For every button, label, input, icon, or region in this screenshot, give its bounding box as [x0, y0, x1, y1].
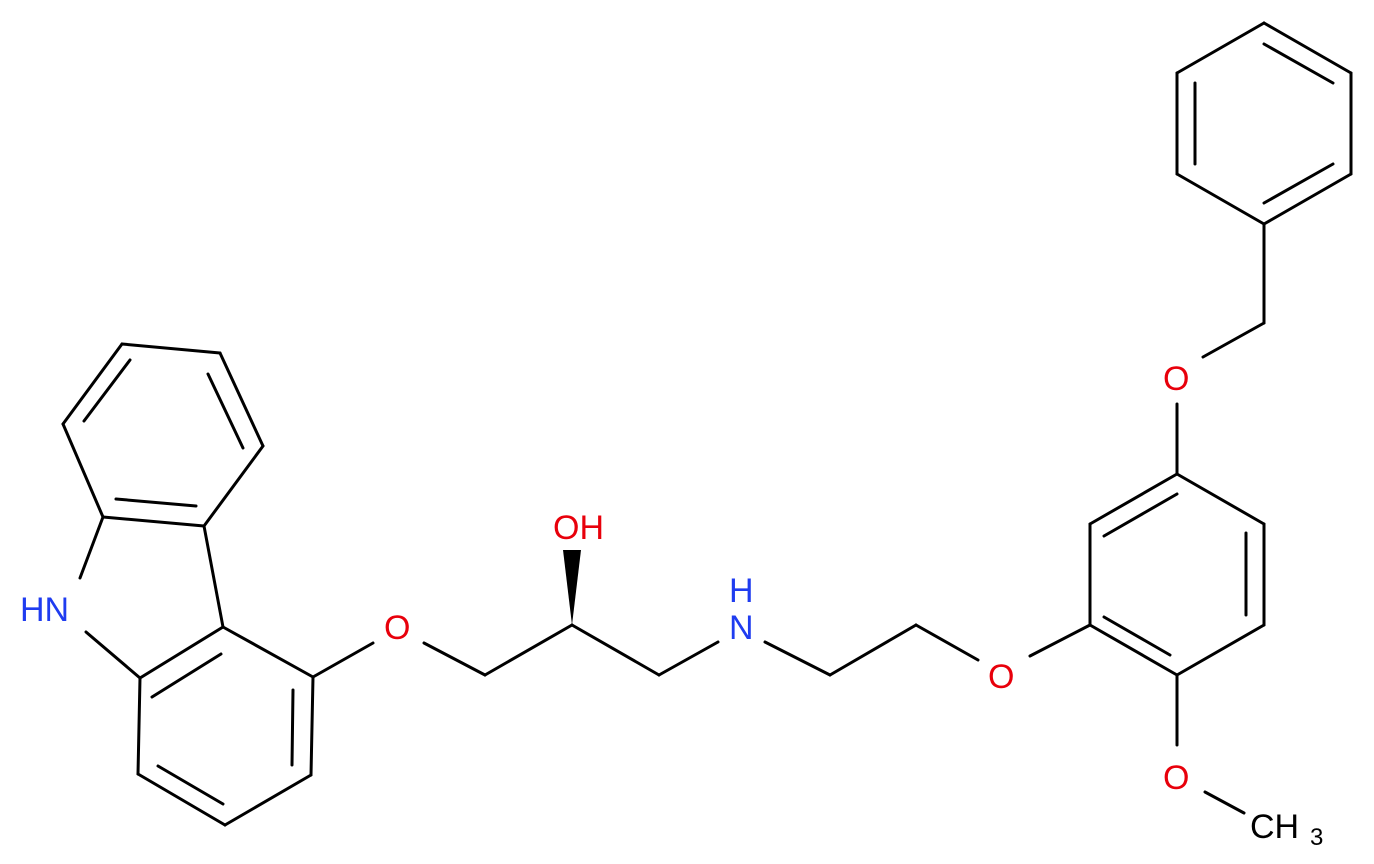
benzyloxy-oxygen-label: O: [1163, 360, 1189, 398]
hydroxyl-label: OH: [553, 509, 604, 547]
wedge-bond: [563, 550, 581, 625]
amine-h-label: H: [729, 572, 754, 610]
methoxyphenyl-ring: [1088, 472, 1266, 677]
phenoxy-oxygen-label: O: [988, 658, 1014, 696]
carbazole-upper-ring: [61, 342, 265, 528]
methoxy-oxygen-label: O: [1163, 759, 1189, 797]
benzyloxy-group: [1175, 222, 1266, 476]
amine-n-label: N: [729, 609, 754, 647]
methyl-label: CH: [1250, 808, 1299, 846]
phenyl-ring: [1175, 21, 1353, 226]
methoxy-group: [1175, 673, 1246, 815]
linker-chain: [311, 550, 1092, 679]
carbazole-nh-label: HN: [20, 591, 69, 629]
methyl-subscript: 3: [1310, 824, 1323, 851]
carbazole-lower-ring: [136, 625, 315, 827]
carbazole-pyrrole-ring: [78, 515, 225, 680]
ether-oxygen-label: O: [384, 609, 410, 647]
